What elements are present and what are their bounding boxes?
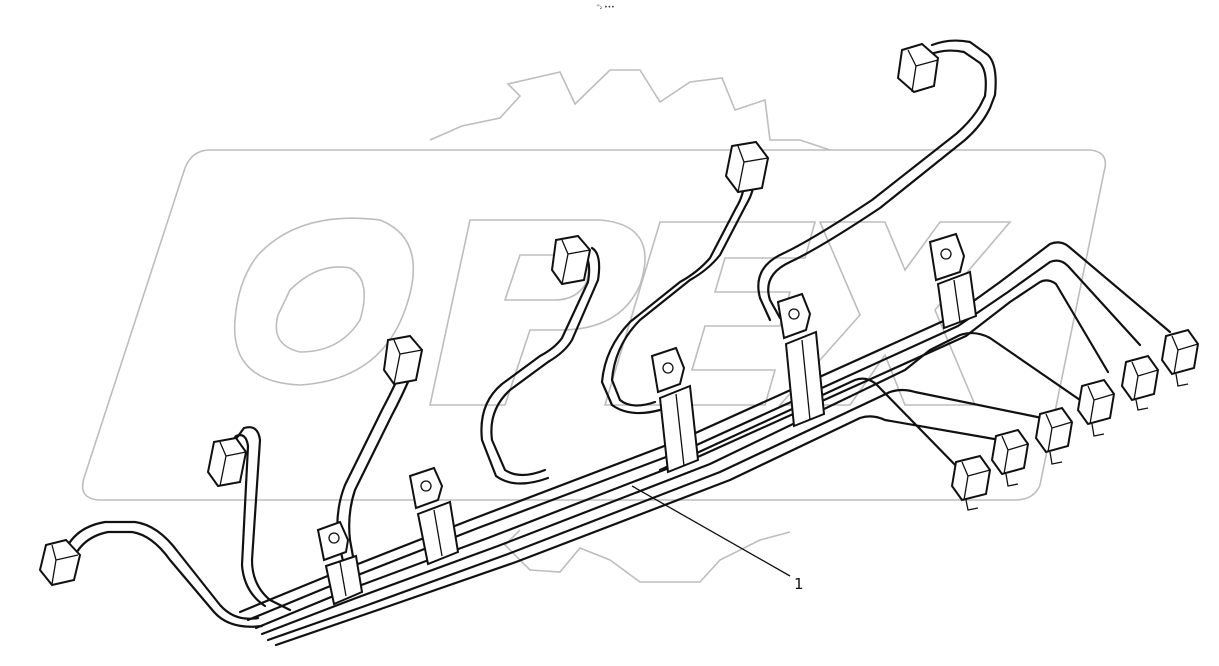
- nut-left-1: [38, 538, 82, 587]
- injector-line-2: [226, 426, 292, 612]
- injector-line-4: [490, 246, 601, 477]
- nut-right-1: [950, 454, 992, 511]
- nut-left-5: [724, 140, 770, 194]
- tube-bundle: [238, 241, 1172, 647]
- watermark-panel: [81, 149, 1107, 501]
- nut-right-5: [1120, 354, 1160, 411]
- nut-right-3: [1034, 406, 1074, 465]
- clamp-3: [650, 346, 700, 474]
- nut-left-4: [550, 234, 592, 286]
- callout-leader: [631, 485, 791, 577]
- clamp-1: [316, 520, 364, 606]
- nut-top: [896, 42, 940, 94]
- nut-left-3: [382, 334, 424, 386]
- watermark-letter-p: [429, 219, 646, 406]
- watermark-letter-o: [233, 217, 415, 386]
- clamp-2: [408, 466, 460, 566]
- clamp-4: [776, 292, 826, 428]
- watermark-letter-e: [603, 221, 817, 406]
- nut-right-6: [1160, 328, 1200, 387]
- nut-right-2: [990, 428, 1030, 487]
- injector-nuts: [38, 42, 1200, 587]
- clamp-brackets: [316, 232, 978, 606]
- watermark-gear-bottom: [503, 529, 791, 583]
- nut-left-2: [206, 436, 248, 488]
- injector-line-1: [60, 520, 260, 620]
- callout-label-1: 1: [794, 575, 804, 593]
- header-mark: "₂ •••: [597, 4, 615, 11]
- clamp-5: [928, 232, 978, 330]
- injector-line-5: [610, 166, 756, 407]
- watermark-gear: [429, 69, 831, 151]
- injector-line-6: [767, 39, 997, 320]
- nut-right-4: [1076, 378, 1116, 437]
